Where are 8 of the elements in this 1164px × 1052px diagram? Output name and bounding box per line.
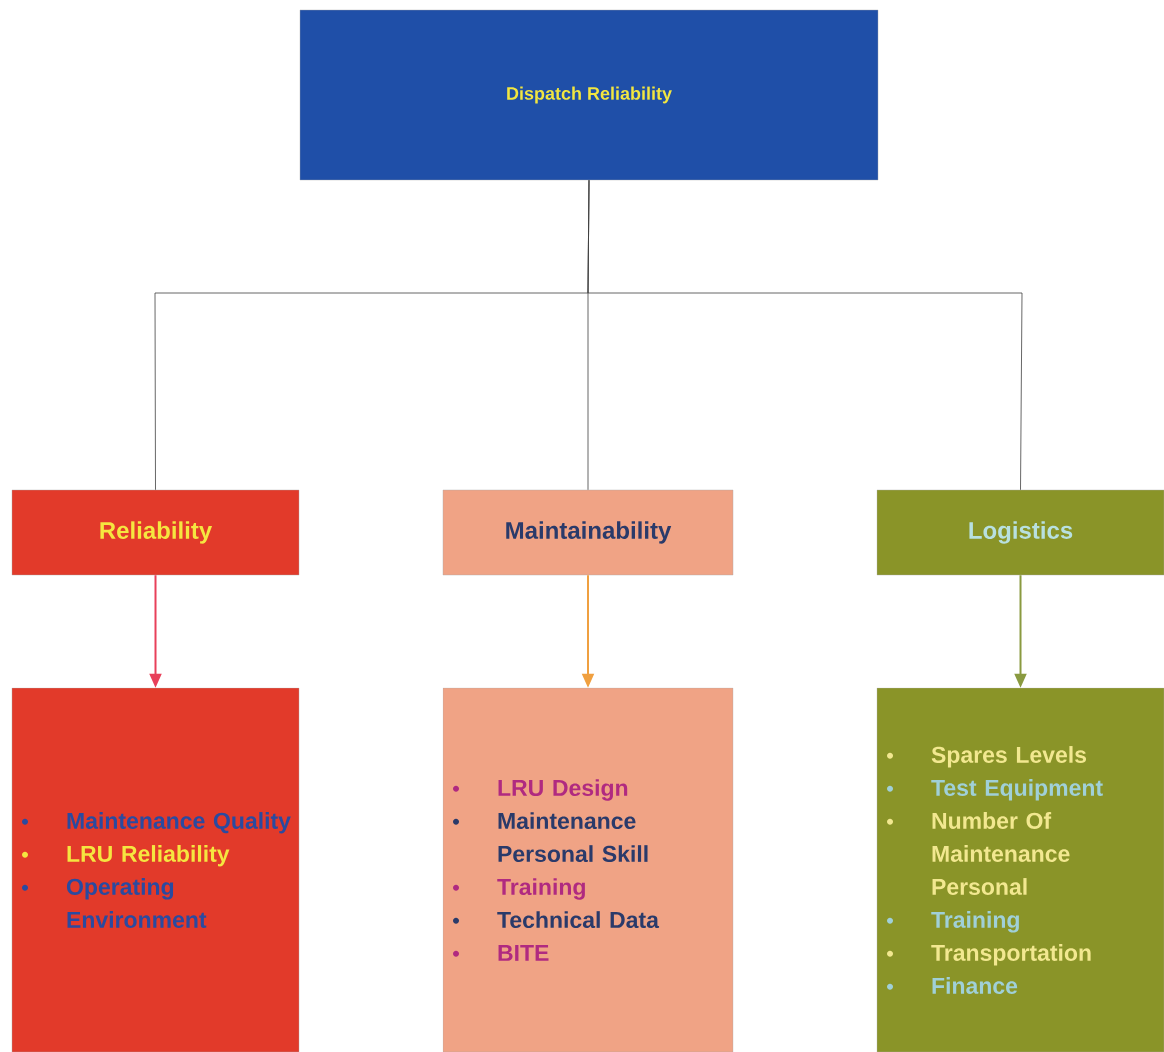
title-box: Dispatch Reliability — [299, 9, 879, 181]
bullet-list-box: LRU Design Maintenance Personal Skill Training Technical Data BITE — [442, 687, 734, 1052]
category-box: Maintainability — [442, 489, 734, 576]
bullet-list-box: Spares Levels Test Equipment Number Of Maintenance Personal Training Transportation Finance — [876, 687, 1164, 1052]
connector-line — [587, 179, 1023, 491]
bullet-list-box: Maintenance Quality LRU Reliability Operating Environment — [11, 687, 300, 1052]
category-box: Logistics — [876, 489, 1164, 576]
category-box: Reliability — [11, 489, 300, 576]
